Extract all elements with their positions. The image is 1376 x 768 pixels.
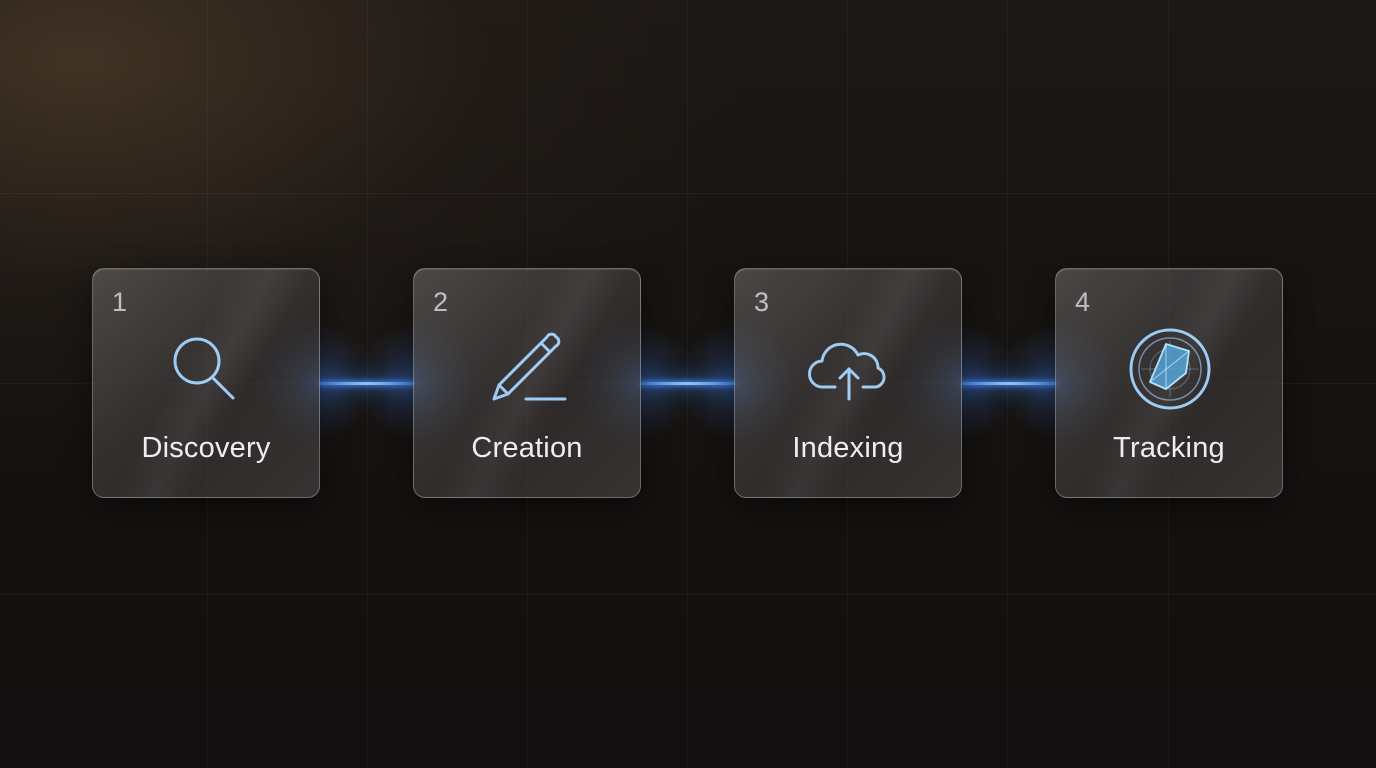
step-card-tracking: 4 Tracking xyxy=(1055,268,1283,498)
step-card-discovery: 1 Discovery xyxy=(92,268,320,498)
search-icon xyxy=(165,327,249,411)
step-number: 3 xyxy=(754,287,770,317)
step-card-indexing: 3 Indexing xyxy=(734,268,962,498)
step-number: 2 xyxy=(433,287,449,317)
step-number: 1 xyxy=(112,287,128,317)
step-number: 4 xyxy=(1075,287,1091,317)
step-label: Tracking xyxy=(1113,432,1225,464)
step-label: Discovery xyxy=(141,432,271,464)
step-card-creation: 2 Creation xyxy=(413,268,641,498)
connector-3-4 xyxy=(962,382,1056,385)
step-label: Creation xyxy=(471,432,583,464)
pencil-icon xyxy=(486,327,570,411)
connector-2-3 xyxy=(641,382,735,385)
radar-chart-icon xyxy=(1128,327,1212,411)
connector-1-2 xyxy=(320,382,414,385)
step-label: Indexing xyxy=(792,432,904,464)
cloud-upload-icon xyxy=(807,327,891,411)
